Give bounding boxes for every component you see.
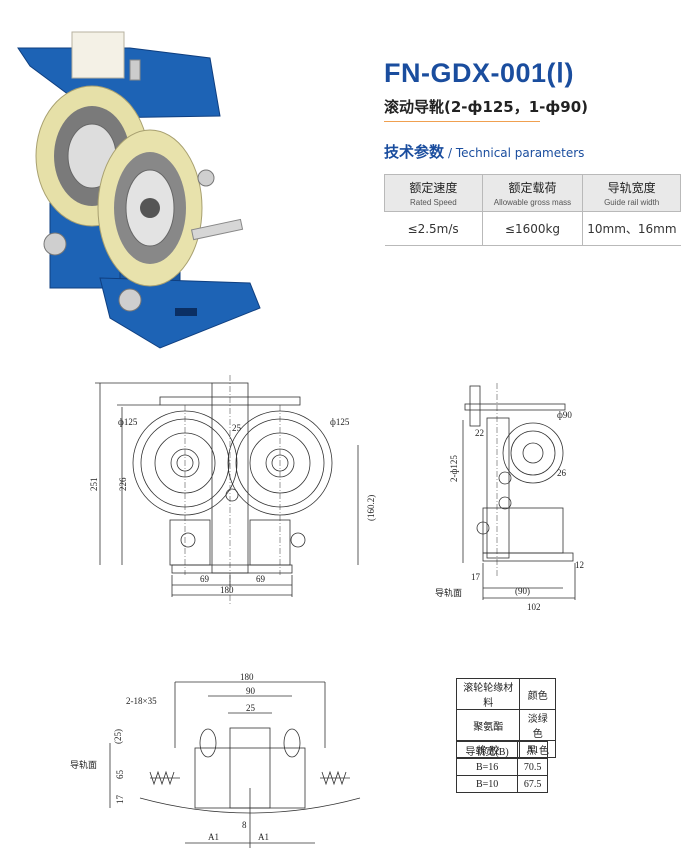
dim-top-25-paren: (25): [113, 729, 123, 744]
dim-side-12: 12: [575, 560, 584, 570]
dim-front-dia-right: ф125: [330, 417, 350, 427]
dim-side-90: (90): [515, 586, 530, 596]
parameters-value-row: ≤2.5m/s ≤1600kg 10mm、16mm: [384, 211, 681, 246]
dim-top-a1-right: A1: [258, 832, 269, 842]
a1-header-1: 导轨宽(B): [455, 741, 519, 759]
dim-top-17: 17: [115, 795, 125, 805]
section-title-en: / Technical parameters: [448, 146, 585, 160]
value-rail-width: 10mm、16mm: [582, 211, 681, 246]
dim-top-180: 180: [240, 672, 254, 682]
dim-top-65: 65: [115, 770, 125, 780]
a1-header-2: A1: [517, 741, 548, 759]
model-subtitle: 滚动导靴(2-ф125，1-ф90): [384, 98, 588, 116]
dim-side-dia-90: ф90: [557, 410, 572, 420]
dim-side-26: 26: [557, 468, 567, 478]
dim-front-180: 180: [220, 585, 234, 595]
dim-front-160: (160.2): [366, 495, 376, 521]
subtitle-divider: [384, 121, 540, 122]
dim-front-dia-left: ф125: [118, 417, 138, 427]
dim-front-69-left: 69: [200, 574, 210, 584]
side-rail-label: 导轨面: [435, 587, 462, 598]
material-cell: 聚氨酯: [455, 709, 521, 741]
value-rated-speed: ≤2.5m/s: [384, 211, 483, 246]
a1-cell: B=10: [455, 775, 519, 793]
model-title: FN-GDX-001(Ⅰ): [384, 58, 574, 88]
dim-top-8: 8: [242, 820, 247, 830]
dim-side-17: 17: [471, 572, 481, 582]
a1-cell: B=16: [455, 758, 519, 776]
material-cell: 淡绿色: [519, 709, 556, 741]
value-gross-mass: ≤1600kg: [481, 211, 583, 246]
dim-front-69-right: 69: [256, 574, 266, 584]
dim-side-2dia125: 2-ф125: [449, 455, 459, 482]
front-view-drawing: ф125 ф125 25 251 226 (160.2) 69 69 180: [89, 375, 376, 605]
section-title-zh: 技术参数: [384, 143, 445, 161]
dim-front-226: 226: [118, 477, 128, 491]
dim-top-25: 25: [246, 703, 256, 713]
dim-top-a1-left: A1: [208, 832, 219, 842]
dim-top-90: 90: [246, 686, 256, 696]
material-header-2: 颜色: [519, 678, 556, 710]
top-view-drawing: 180 90 2-18×35 25 (25) 65 17 8 A1 A1 导轨面: [70, 672, 361, 848]
a1-cell: 70.5: [517, 758, 548, 776]
dim-top-2-18x35: 2-18×35: [126, 696, 157, 706]
dim-side-22: 22: [475, 428, 484, 438]
dim-front-25: 25: [232, 423, 242, 433]
dim-side-102: 102: [527, 602, 541, 612]
dim-front-251: 251: [89, 478, 99, 492]
material-header-1: 滚轮轮缘材料: [455, 678, 521, 710]
side-view-drawing: ф90 22 2-ф125 26 17 12 (90) 102 导轨面: [435, 383, 584, 612]
top-rail-label: 导轨面: [70, 759, 97, 770]
a1-cell: 67.5: [517, 775, 548, 793]
product-image: [17, 31, 261, 349]
section-heading: 技术参数/ Technical parameters: [384, 141, 584, 162]
